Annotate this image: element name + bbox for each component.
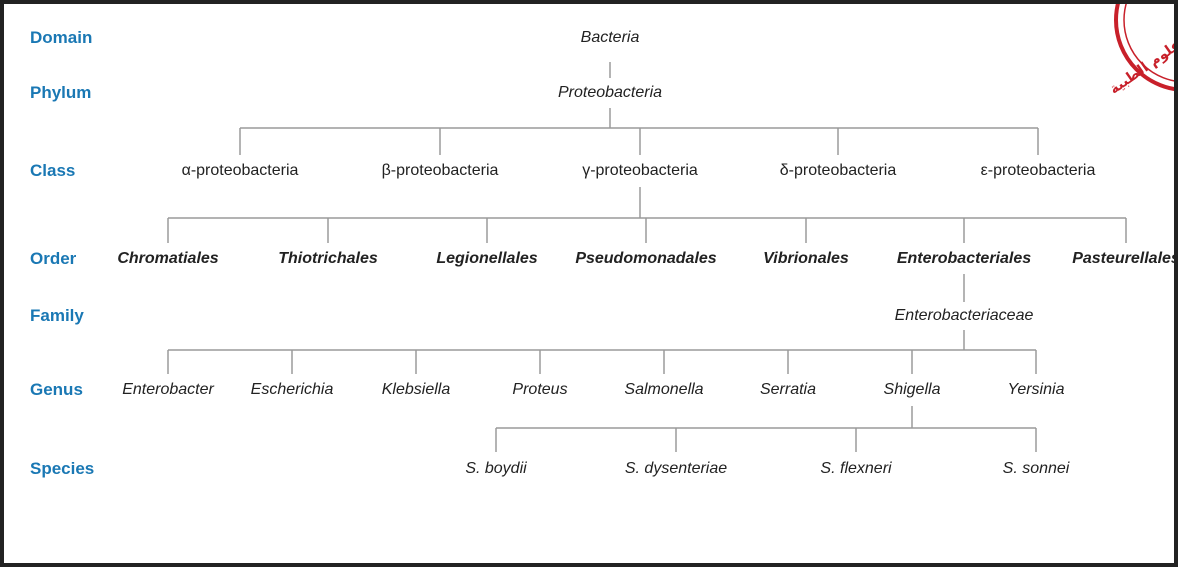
node-genus: Salmonella — [624, 381, 704, 398]
rank-label-order: Order — [30, 249, 77, 268]
node-phylum: Proteobacteria — [557, 84, 663, 101]
node-genus: Serratia — [759, 381, 817, 398]
node-family: Enterobacteriaceae — [894, 307, 1034, 324]
node-class: ε-proteobacteria — [980, 162, 1096, 179]
node-order: Thiotrichales — [278, 250, 378, 267]
node-genus: Klebsiella — [381, 381, 451, 398]
seal-stamp-icon: تية و علوم الطبية — [1107, 0, 1178, 98]
node-genus: Shigella — [883, 381, 941, 398]
rank-label-genus: Genus — [30, 380, 83, 399]
node-genus: Escherichia — [250, 381, 334, 398]
node-order: Chromatiales — [117, 250, 219, 267]
node-class: γ-proteobacteria — [582, 162, 698, 179]
node-species: S. boydii — [465, 460, 527, 477]
rank-label-species: Species — [30, 459, 95, 478]
rank-label-class: Class — [30, 161, 76, 180]
node-order: Pasteurellales — [1072, 250, 1178, 267]
node-genus: Enterobacter — [122, 381, 214, 398]
node-species: S. sonnei — [1002, 460, 1070, 477]
node-class: α-proteobacteria — [181, 162, 299, 179]
rank-label-domain: Domain — [30, 28, 93, 47]
node-class: δ-proteobacteria — [779, 162, 897, 179]
node-class: β-proteobacteria — [381, 162, 499, 179]
node-species: S. dysenteriae — [624, 460, 728, 477]
node-genus: Proteus — [512, 381, 568, 398]
node-order: Vibrionales — [763, 250, 849, 267]
node-order: Pseudomonadales — [575, 250, 717, 267]
node-order: Enterobacteriales — [896, 250, 1032, 267]
node-domain: Bacteria — [580, 29, 640, 46]
rank-label-family: Family — [30, 306, 84, 325]
node-order: Legionellales — [436, 250, 538, 267]
node-species: S. flexneri — [820, 460, 892, 477]
rank-label-phylum: Phylum — [30, 83, 92, 102]
node-genus: Yersinia — [1007, 381, 1065, 398]
